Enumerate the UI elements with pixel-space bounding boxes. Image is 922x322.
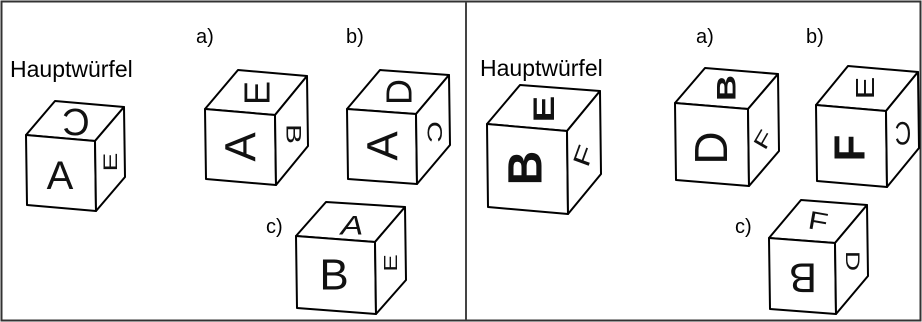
cube-right-face xyxy=(885,71,920,188)
cube-right-letter: C xyxy=(423,121,446,143)
cube-right-letter: E xyxy=(381,254,401,271)
right-option-c-cube: F B D xyxy=(768,199,869,315)
cube-front-letter: F xyxy=(826,135,875,162)
cube-top-letter: F xyxy=(806,206,830,237)
cube-top-letter: A xyxy=(338,210,363,241)
cube-right-letter: E xyxy=(100,153,122,172)
right-main-cube: E B F xyxy=(486,84,602,215)
cube-right-face xyxy=(94,106,126,212)
cube-top-letter: E xyxy=(237,81,278,105)
cube-front-letter: A xyxy=(47,154,74,198)
right-option-b-label: b) xyxy=(806,26,824,48)
cube-top-letter: B xyxy=(711,75,742,101)
left-option-a-cube: E A B xyxy=(204,69,309,186)
cube-front-letter: B xyxy=(319,251,348,300)
cube-right-face xyxy=(415,74,451,185)
left-main-cube: C A E xyxy=(25,100,126,212)
cube-right-letter: B xyxy=(282,124,305,144)
left-option-a-label: a) xyxy=(196,26,214,48)
cube-right-face xyxy=(374,206,407,315)
cube-top-letter: D xyxy=(379,79,420,105)
left-option-b-cube: D A C xyxy=(346,69,451,185)
right-option-b-cube: E F C xyxy=(815,65,920,188)
cube-front-letter: D xyxy=(685,131,737,164)
left-option-c-label: c) xyxy=(266,216,283,238)
cube-top-letter: E xyxy=(527,96,560,123)
right-main-label: Hauptwürfel xyxy=(480,55,603,81)
right-option-a-label: a) xyxy=(696,26,714,48)
cube-right-letter: C xyxy=(895,115,911,151)
left-option-b-label: b) xyxy=(346,26,364,48)
cube-top-letter: E xyxy=(852,77,880,100)
right-option-a-cube: B D F xyxy=(674,67,780,187)
cube-right-letter: D xyxy=(841,251,863,271)
cube-front-letter: A xyxy=(217,132,266,162)
cube-right-face xyxy=(566,90,602,215)
cube-right-face xyxy=(274,75,309,186)
cube-front-letter: A xyxy=(359,131,408,161)
cube-right-face xyxy=(834,204,869,315)
left-option-c-cube: A B E xyxy=(295,201,407,315)
cube-right-face xyxy=(747,73,780,187)
left-main-label: Hauptwürfel xyxy=(10,56,133,82)
cube-top-letter: C xyxy=(62,100,89,142)
cube-front-letter: B xyxy=(500,151,553,186)
cube-front-letter: B xyxy=(789,255,817,302)
right-option-c-label: c) xyxy=(735,216,752,238)
